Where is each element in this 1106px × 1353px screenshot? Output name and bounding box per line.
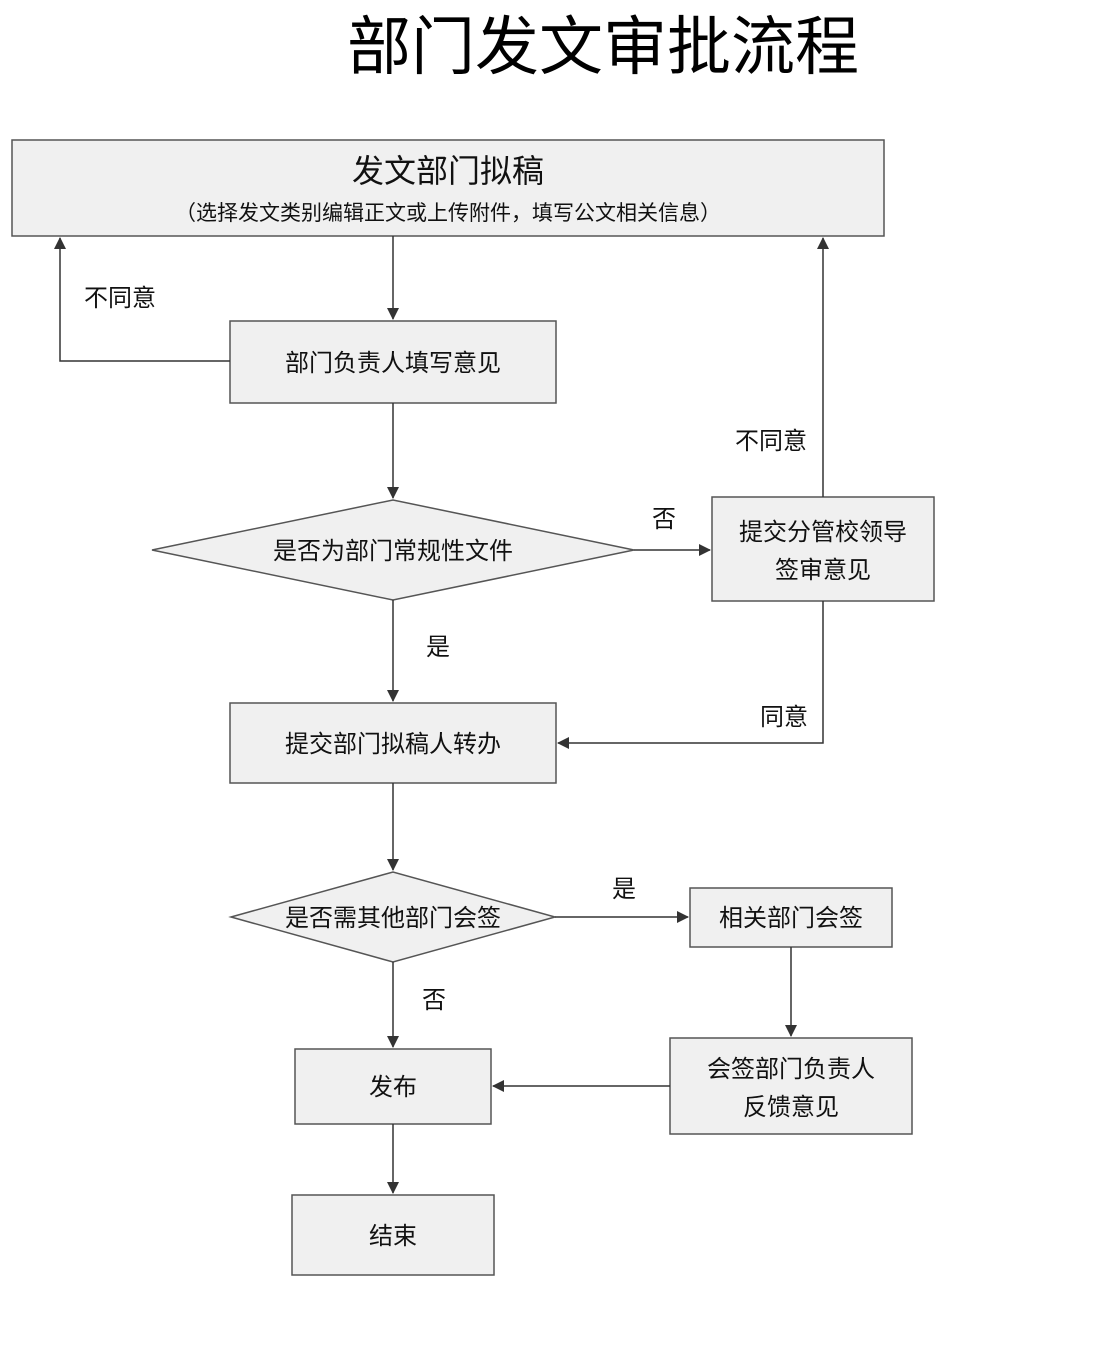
arrow-leader-agree xyxy=(557,601,824,749)
page-title: 部门发文审批流程 xyxy=(347,11,859,85)
decision-need-cosign-label: 是否需其他部门会签 xyxy=(285,904,501,932)
node-draft-desc: （选择发文类别编辑正文或上传附件，填写公文相关信息） xyxy=(175,201,721,225)
edge-label-yes-routine: 是 xyxy=(426,633,450,661)
arrow-head-disagree xyxy=(54,237,230,362)
node-leader-review-line1: 提交分管校领导 xyxy=(739,518,907,546)
node-cosign-label: 相关部门会签 xyxy=(719,904,863,932)
node-transfer: 提交部门拟稿人转办 xyxy=(229,702,557,784)
node-dept-head: 部门负责人填写意见 xyxy=(229,320,557,404)
edge-label-no-cosign: 否 xyxy=(422,986,446,1014)
node-end-label: 结束 xyxy=(369,1222,417,1250)
decision-is-routine: 是否为部门常规性文件 xyxy=(151,499,635,601)
node-cosign-feedback-line1: 会签部门负责人 xyxy=(707,1055,875,1083)
node-cosign-feedback: 会签部门负责人 反馈意见 xyxy=(669,1037,913,1135)
edge-label-no-routine: 否 xyxy=(652,505,676,533)
node-cosign: 相关部门会签 xyxy=(689,887,893,948)
node-dept-head-label: 部门负责人填写意见 xyxy=(285,349,501,377)
edge-label-yes-cosign: 是 xyxy=(612,875,636,903)
node-cosign-feedback-line2: 反馈意见 xyxy=(743,1093,839,1121)
decision-is-routine-label: 是否为部门常规性文件 xyxy=(273,537,513,565)
node-publish: 发布 xyxy=(294,1048,492,1125)
decision-need-cosign: 是否需其他部门会签 xyxy=(228,871,558,963)
edge-label-agree: 同意 xyxy=(760,703,808,731)
node-end: 结束 xyxy=(291,1194,495,1276)
node-draft: 发文部门拟稿 （选择发文类别编辑正文或上传附件，填写公文相关信息） xyxy=(11,139,885,237)
node-draft-title: 发文部门拟稿 xyxy=(352,152,544,190)
edge-label-disagree-left: 不同意 xyxy=(84,284,156,312)
node-leader-review: 提交分管校领导 签审意见 xyxy=(711,496,935,602)
edge-label-disagree-right: 不同意 xyxy=(735,427,807,455)
node-transfer-label: 提交部门拟稿人转办 xyxy=(285,730,501,758)
node-publish-label: 发布 xyxy=(369,1073,417,1101)
node-leader-review-line2: 签审意见 xyxy=(775,556,871,584)
